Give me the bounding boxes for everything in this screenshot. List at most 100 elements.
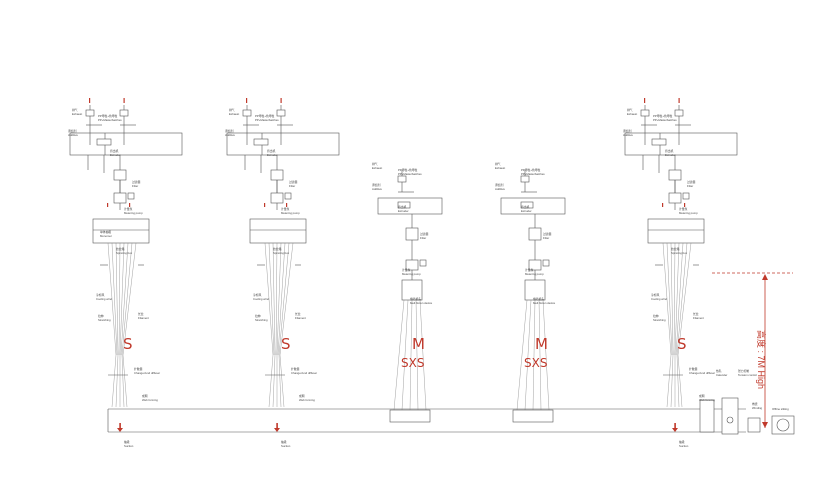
svg-text:单体抽吸: 单体抽吸 [100,230,111,234]
process-letter-s-3: S [677,335,687,353]
svg-text:Monomer: Monomer [100,234,112,238]
svg-text:Extruder: Extruder [110,153,121,157]
process-letter-m-1: M [412,335,425,353]
svg-text:PP+Masterbatches: PP+Masterbatches [255,118,279,122]
svg-text:Web forming: Web forming [699,398,715,402]
svg-text:添加剂: 添加剂 [225,129,234,133]
svg-text:Extruder: Extruder [665,153,676,157]
svg-text:Calender: Calender [716,373,727,377]
svg-text:Additive: Additive [495,187,505,191]
svg-text:PP母粒+色母粒: PP母粒+色母粒 [255,114,275,118]
svg-text:冷却风: 冷却风 [96,293,105,297]
station-spunbond-3 [624,97,738,433]
svg-text:PP+Masterbatches: PP+Masterbatches [398,172,422,176]
svg-text:计量泵: 计量泵 [281,207,290,211]
svg-text:扩散器: 扩散器 [291,367,300,371]
svg-text:添加剂: 添加剂 [495,183,504,187]
height-label: 高度 : 7M High [756,330,767,389]
svg-text:Extruder: Extruder [398,209,409,213]
svg-text:Extruder: Extruder [521,209,532,213]
svg-text:Web forming: Web forming [299,398,315,402]
svg-text:Spinning box: Spinning box [273,251,290,255]
svg-text:计量泵: 计量泵 [402,268,411,272]
station-meltblown-1 [377,169,443,423]
svg-text:纺丝箱: 纺丝箱 [273,247,282,251]
svg-text:挤出机: 挤出机 [398,205,407,209]
svg-text:长丝: 长丝 [295,312,301,316]
svg-text:纺丝箱: 纺丝箱 [671,247,680,251]
process-letter-s-2: S [281,335,291,353]
svg-text:长丝: 长丝 [138,312,144,316]
svg-text:抽吸: 抽吸 [281,440,287,444]
svg-text:纺丝箱: 纺丝箱 [116,247,125,251]
svg-text:Additive: Additive [225,133,235,137]
svg-text:Stretching: Stretching [98,318,111,322]
svg-text:挤出机: 挤出机 [267,149,276,153]
svg-text:Exhaust: Exhaust [495,166,505,170]
svg-text:Filter: Filter [132,184,138,188]
winding-section [699,397,795,435]
svg-text:Filter: Filter [687,184,693,188]
svg-text:Filament: Filament [693,316,704,320]
svg-text:Filament: Filament [295,316,306,320]
svg-text:PP母粒+色母粒: PP母粒+色母粒 [521,168,541,172]
svg-text:添加剂: 添加剂 [623,129,632,133]
station-4-labels: 排气 Exhaust PP母粒+色母粒 PP+Masterbatches 添加剂… [495,162,556,305]
svg-text:Exhaust: Exhaust [229,112,239,116]
station-5-labels: 排气 Exhaust PP母粒+色母粒 PP+Masterbatches 添加剂… [623,108,789,448]
svg-text:过滤器: 过滤器 [132,180,141,184]
station-3-labels: 排气 Exhaust PP母粒+色母粒 PP+Masterbatches 添加剂… [372,162,433,305]
svg-text:扩散器: 扩散器 [134,367,143,371]
svg-text:添加剂: 添加剂 [372,183,381,187]
svg-text:Metering pump: Metering pump [124,211,143,215]
svg-text:拉伸: 拉伸 [255,314,261,318]
svg-text:过滤器: 过滤器 [543,232,552,236]
svg-text:Filter: Filter [543,236,549,240]
svg-text:Exhaust: Exhaust [72,112,82,116]
svg-text:PP+Masterbatches: PP+Masterbatches [521,172,545,176]
svg-text:过滤器: 过滤器 [420,232,429,236]
svg-text:熔喷模头: 熔喷模头 [410,297,421,301]
svg-text:PP母粒+色母粒: PP母粒+色母粒 [98,114,118,118]
svg-text:Metering pump: Metering pump [281,211,300,215]
svg-text:Melt blown device: Melt blown device [410,301,433,305]
svg-text:卷绕: 卷绕 [752,402,758,406]
svg-text:Exhaust: Exhaust [372,166,382,170]
svg-text:成网: 成网 [299,394,305,398]
station-spunbond-2 [226,97,340,433]
svg-text:PP母粒+色母粒: PP母粒+色母粒 [398,168,418,172]
svg-text:Extruder: Extruder [267,153,278,157]
svg-text:Additive: Additive [372,187,382,191]
process-letters-sxs-2: SXS [524,356,547,370]
svg-text:计量泵: 计量泵 [525,268,534,272]
svg-text:挤出机: 挤出机 [665,149,674,153]
svg-text:挤出机: 挤出机 [521,205,530,209]
svg-text:挤出机: 挤出机 [110,149,119,153]
svg-text:过滤器: 过滤器 [687,180,696,184]
svg-text:Melt blown device: Melt blown device [533,301,556,305]
svg-text:Filament: Filament [138,316,149,320]
svg-text:熔喷模头: 熔喷模头 [533,297,544,301]
svg-text:Tension control: Tension control [738,373,757,377]
station-1-labels: 排气 Exhaust PP母粒+色母粒 PP+Masterbatches 添加剂… [68,108,160,448]
svg-text:Suction: Suction [679,444,689,448]
svg-text:Cooling wind: Cooling wind [253,297,269,301]
svg-text:冷却风: 冷却风 [253,293,262,297]
svg-text:Filter: Filter [289,184,295,188]
svg-text:Spinning box: Spinning box [671,251,688,255]
svg-text:排气: 排气 [495,162,501,166]
svg-text:Stretching: Stretching [255,318,268,322]
svg-text:成网: 成网 [699,394,705,398]
svg-text:PP母粒+色母粒: PP母粒+色母粒 [653,114,673,118]
svg-text:Offline slitting: Offline slitting [772,407,789,411]
svg-text:张力控制: 张力控制 [738,369,749,373]
svg-text:计量泵: 计量泵 [679,207,688,211]
svg-text:Stretching: Stretching [653,318,666,322]
svg-text:Web forming: Web forming [142,398,158,402]
svg-text:抽吸: 抽吸 [679,440,685,444]
svg-text:Cooling wind: Cooling wind [96,297,112,301]
station-meltblown-2 [500,169,566,423]
svg-text:Changer/und diffuser: Changer/und diffuser [291,371,317,375]
svg-text:计量泵: 计量泵 [124,207,133,211]
